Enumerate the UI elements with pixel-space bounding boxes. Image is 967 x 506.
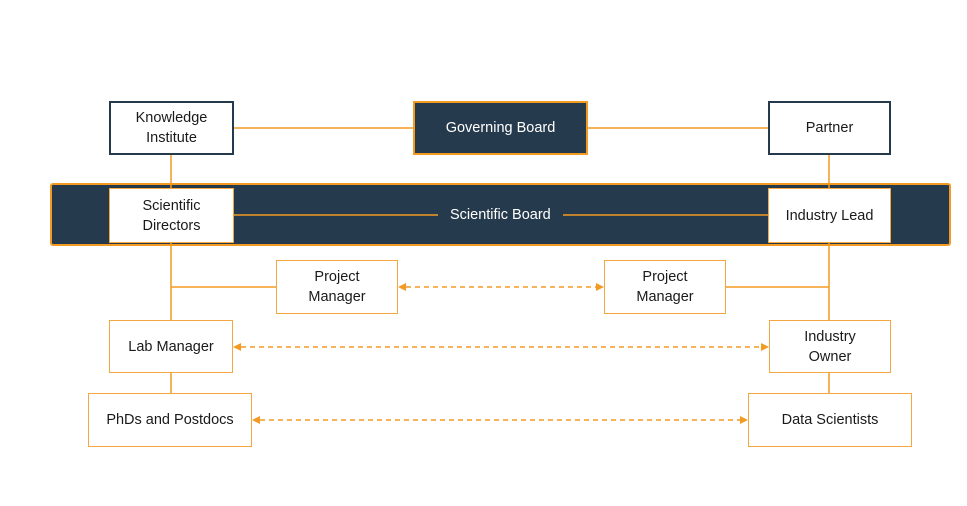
industry-lead-node: Industry Lead	[768, 188, 891, 243]
project-manager-right-label: Project Manager	[636, 269, 694, 305]
knowledge-institute-node: Knowledge Institute	[109, 101, 234, 155]
industry-lead-label: Industry Lead	[785, 207, 874, 224]
governing-board-label: Governing Board	[445, 120, 556, 136]
governing-board-node: Governing Board	[413, 101, 588, 155]
data-scientists-label: Data Scientists	[781, 412, 879, 428]
industry-owner-node: Industry Owner	[769, 320, 891, 373]
project-manager-left-label: Project Manager	[308, 269, 366, 305]
scientific-directors-node: Scientific Directors	[109, 188, 234, 243]
arrowhead	[596, 283, 604, 291]
arrowhead	[761, 343, 769, 351]
lab-manager-node: Lab Manager	[109, 320, 233, 373]
partner-label: Partner	[805, 120, 854, 136]
phds-postdocs-node: PhDs and Postdocs	[88, 393, 252, 447]
arrowhead	[740, 416, 748, 424]
data-scientists-node: Data Scientists	[748, 393, 912, 447]
knowledge-institute-label: Knowledge Institute	[135, 110, 208, 146]
arrowhead	[233, 343, 241, 351]
arrowhead	[252, 416, 260, 424]
arrowhead	[398, 283, 406, 291]
project-manager-left-node: Project Manager	[276, 260, 398, 314]
partner-node: Partner	[768, 101, 891, 155]
scientific-board-label: Scientific Board	[438, 205, 563, 225]
project-manager-right-node: Project Manager	[604, 260, 726, 314]
phds-postdocs-label: PhDs and Postdocs	[106, 412, 234, 428]
industry-owner-label: Industry Owner	[804, 328, 856, 365]
lab-manager-label: Lab Manager	[128, 338, 214, 355]
scientific-directors-label: Scientific Directors	[142, 197, 201, 234]
